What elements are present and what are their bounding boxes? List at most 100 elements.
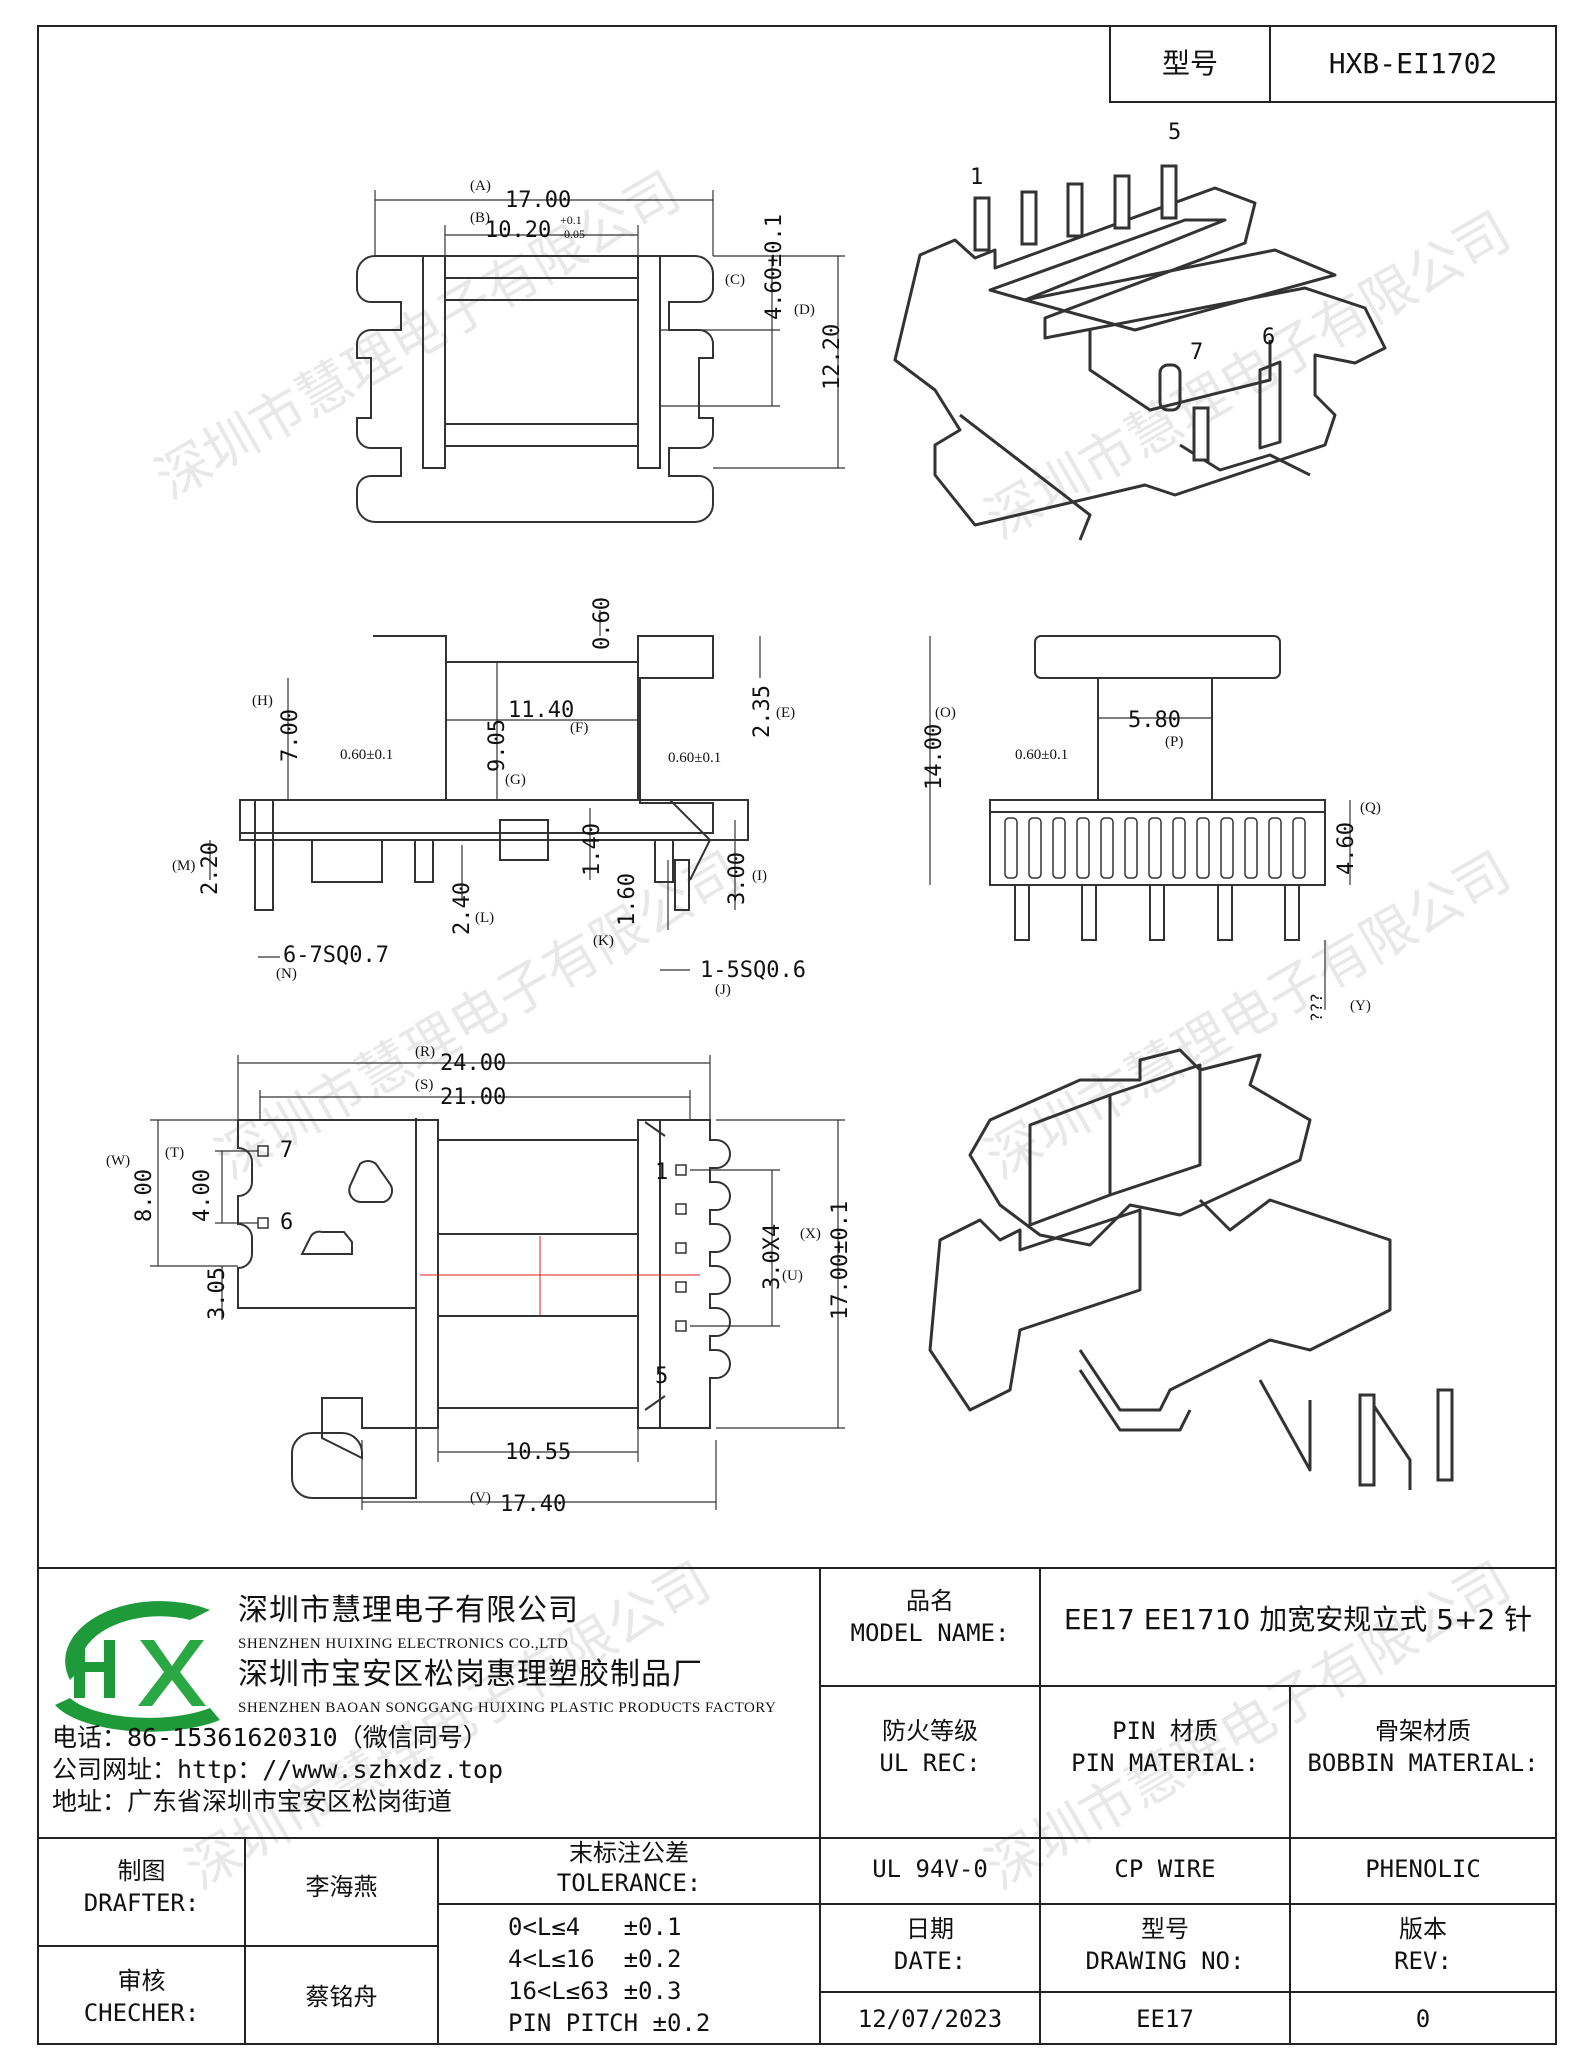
side-view-fin [1220, 817, 1234, 879]
drawing-no-cn: 型号 [1141, 1915, 1189, 1943]
side-view-fin [1076, 817, 1090, 879]
side-view-pin [1284, 884, 1300, 941]
tolerance-line-1: 0<L≤4 ±0.1 [508, 1913, 682, 1941]
dim-label-O: (O) [935, 705, 956, 721]
rev-cn: 版本 [1399, 1915, 1447, 1943]
pin-material-en: PIN MATERIAL: [1071, 1749, 1259, 1777]
dim-label-P: (P) [1165, 734, 1184, 750]
dim-T: 4.00 [190, 1169, 215, 1222]
dim-top-060: 0.60 [590, 597, 615, 650]
side-view-fin [1196, 817, 1210, 879]
side-view-fin [1268, 817, 1282, 879]
bottom-view-centerlines [420, 1236, 700, 1315]
side-view-fin [1148, 817, 1162, 879]
iso-pins-top [973, 164, 1210, 462]
company-name-cn: 深圳市慧理电子有限公司 [238, 1593, 579, 1628]
side-view-fin [1004, 817, 1018, 879]
dim-140: 1.40 [580, 823, 605, 876]
bottom-view [237, 1118, 731, 1499]
side-view-fin [1292, 817, 1306, 879]
checker-en: CHECHER: [83, 1999, 200, 2027]
dim-I: 3.00 [725, 852, 750, 905]
iso-pin-7: 7 [1190, 340, 1204, 365]
dim-label-C: (C) [725, 272, 745, 288]
dim-K: 1.60 [615, 873, 640, 926]
side-view-pin [1081, 884, 1097, 941]
factory-name-en: SHENZHEN BAOAN SONGGANG HUIXING PLASTIC … [238, 1700, 777, 1716]
model-name-value: EE17 EE1710 加宽安规立式 5+2 针 [1063, 1603, 1533, 1636]
dim-label-B: (B) [470, 210, 490, 226]
dim-label-K: (K) [593, 933, 614, 949]
bottom-pin-5: 5 [655, 1364, 669, 1389]
dim-label-R: (R) [415, 1044, 435, 1060]
iso-pin-5: 5 [1168, 120, 1182, 145]
dim-label-A: (A) [470, 178, 491, 194]
side-view-pins [1014, 884, 1300, 941]
dim-label-M: (M) [172, 858, 196, 874]
watermark-4: 深圳市慧理电子有限公司 [975, 840, 1521, 1192]
drafter-value: 李海燕 [305, 1873, 378, 1901]
drafter-en: DRAFTER: [83, 1889, 200, 1917]
dim-Q: 4.60 [1334, 822, 1359, 875]
bottom-view-dims [150, 1055, 845, 1510]
dim-S: 21.00 [440, 1085, 507, 1110]
dim-X: 17.00±0.1 [828, 1200, 853, 1320]
model-header-box [1109, 25, 1557, 103]
dim-bottom-305: 3.05 [205, 1267, 230, 1320]
dim-L: 2.40 [450, 882, 475, 935]
front-view [239, 635, 749, 911]
dim-label-Y: (Y) [1350, 998, 1371, 1014]
ul-rec-value: UL 94V-0 [872, 1855, 988, 1883]
watermark-2: 深圳市慧理电子有限公司 [975, 200, 1521, 552]
dim-label-T: (T) [165, 1145, 185, 1161]
dim-Y: ??? [1307, 993, 1326, 1022]
pin-material-value: CP WIRE [1114, 1855, 1216, 1883]
dim-label-W: (W) [106, 1153, 131, 1169]
factory-name-cn: 深圳市宝安区松岗惠理塑胶制品厂 [238, 1657, 703, 1692]
side-view-fin [1124, 817, 1138, 879]
dim-pin-w-left: 0.60±0.1 [340, 747, 394, 763]
drawing-no-en: DRAWING NO: [1085, 1947, 1245, 1975]
dim-R: 24.00 [440, 1051, 507, 1076]
dim-W: 8.00 [132, 1169, 157, 1222]
dim-label-F: (F) [570, 720, 589, 736]
bobbin-material-en: BOBBIN MATERIAL: [1307, 1749, 1539, 1777]
iso-pin-6: 6 [1262, 325, 1276, 350]
bobbin-material-value: PHENOLIC [1365, 1855, 1481, 1883]
company-logo [55, 1601, 220, 1732]
top-view-dims [374, 190, 845, 469]
side-view-fin [1052, 817, 1066, 879]
dim-label-V: (V) [470, 1490, 491, 1506]
watermark-1: 深圳市慧理电子有限公司 [145, 160, 691, 512]
dim-label-U: (U) [782, 1268, 803, 1284]
dim-label-G: (G) [505, 772, 526, 788]
checker-value: 蔡铭舟 [305, 1983, 378, 2011]
company-name-en: SHENZHEN HUIXING ELECTRONICS CO.,LTD [238, 1636, 569, 1652]
bottom-pin-7: 7 [280, 1138, 294, 1163]
side-view-pin [1014, 884, 1030, 941]
dim-F: 11.40 [508, 698, 575, 723]
drawing-no-value: EE17 [1136, 2005, 1194, 2033]
title-block-grid [38, 1567, 1556, 2044]
dim-H: 7.00 [278, 709, 303, 762]
side-view-pin [1217, 884, 1233, 941]
model-header-value: HXB-EI1702 [1328, 47, 1498, 80]
dim-M: 2.20 [198, 842, 223, 895]
bottom-view-pin-squares [257, 1145, 687, 1332]
dim-D: 12.20 [820, 323, 845, 390]
dim-B-tol-upper: +0.1 [560, 213, 582, 227]
drafter-cn: 制图 [117, 1857, 166, 1885]
dim-label-D: (D) [794, 302, 815, 318]
iso-pins-bottom [1358, 1388, 1454, 1487]
tolerance-line-4: PIN PITCH ±0.2 [508, 2009, 711, 2037]
dim-J: 1-5SQ0.6 [700, 958, 806, 983]
tolerance-line-3: 16<L≤63 ±0.3 [508, 1977, 682, 2005]
rev-value: 0 [1415, 2005, 1431, 2033]
dim-G: 9.05 [485, 719, 510, 772]
date-cn: 日期 [906, 1915, 954, 1943]
dim-label-E: (E) [776, 705, 796, 721]
dim-label-Q: (Q) [1360, 800, 1381, 816]
side-view-fin [1028, 817, 1042, 879]
side-view-dims [929, 636, 1351, 1010]
